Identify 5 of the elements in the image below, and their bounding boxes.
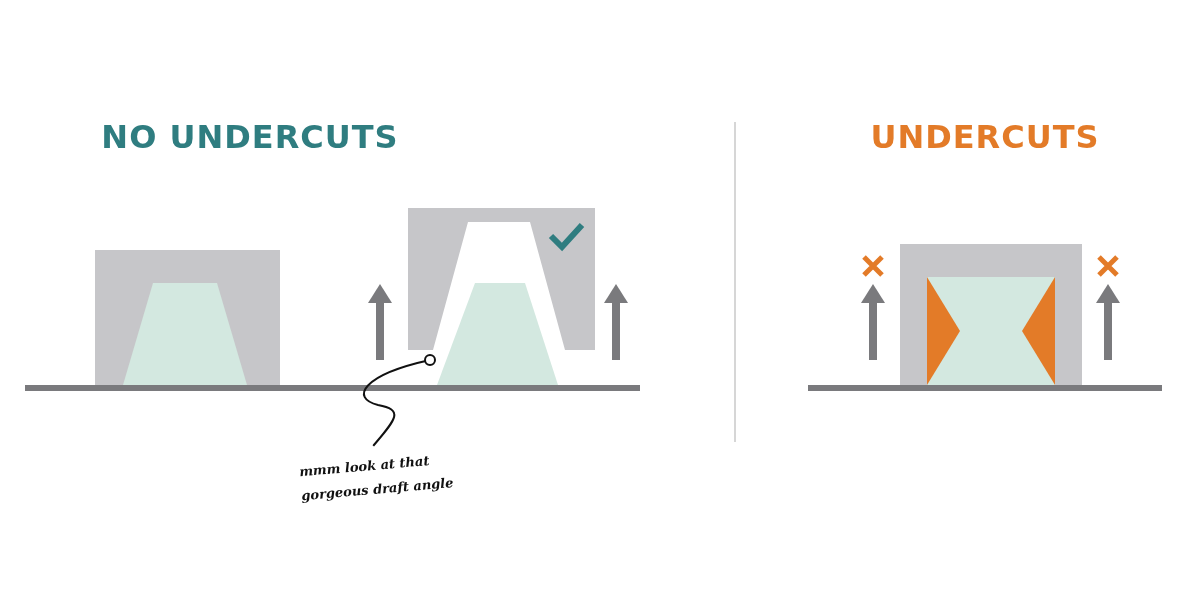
handwritten-note: mmm look at that gorgeous draft angle [298,443,492,509]
section-heading: UNDERCUTS [870,118,1100,156]
leader-line [362,354,436,447]
section-heading: NO UNDERCUTS [101,118,399,156]
mold-block [408,208,595,350]
